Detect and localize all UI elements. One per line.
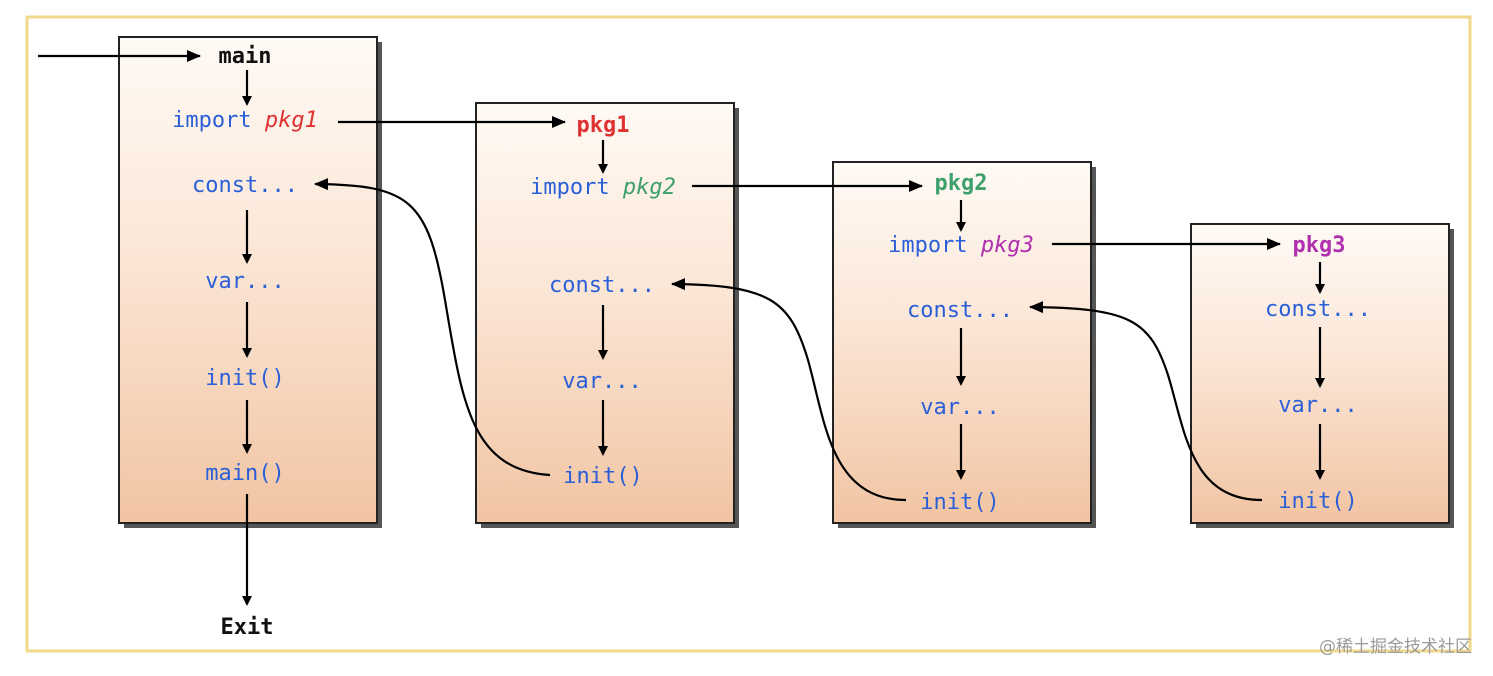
pkg1-init: init() [563, 464, 642, 489]
pkg3-init: init() [1278, 489, 1357, 514]
exit-label: Exit [221, 615, 274, 640]
main-title: main [219, 44, 272, 69]
import-pkg2: pkg2 [622, 175, 676, 200]
pkg1-title: pkg1 [577, 113, 630, 138]
pkg1-box [475, 102, 735, 524]
pkg1-const: const... [549, 273, 655, 298]
watermark: @稀土掘金技术社区 [1319, 637, 1472, 657]
import-keyword: import [172, 108, 251, 133]
pkg2-import-line: import pkg3 [888, 233, 1034, 258]
pkg2-init: init() [920, 490, 999, 515]
return-arrows [314, 178, 1263, 502]
pkg2-var: var... [920, 395, 999, 420]
main-const: const... [192, 173, 298, 198]
import-pkg1: pkg1 [264, 108, 318, 133]
import-keyword: import [888, 233, 967, 258]
pkg3-title: pkg3 [1293, 233, 1346, 258]
main-var: var... [205, 269, 284, 294]
pkg3-var: var... [1278, 393, 1357, 418]
main-init: init() [205, 366, 284, 391]
main-call: main() [205, 461, 284, 486]
import-keyword: import [530, 175, 609, 200]
pkg2-title: pkg2 [935, 171, 988, 196]
main-import-line: import pkg1 [172, 108, 318, 133]
pkg3-const: const... [1265, 297, 1371, 322]
pkg1-var: var... [562, 369, 641, 394]
import-arrows [338, 116, 1281, 250]
pkg1-import-line: import pkg2 [530, 175, 676, 200]
import-pkg3: pkg3 [980, 233, 1034, 258]
pkg2-const: const... [907, 298, 1013, 323]
